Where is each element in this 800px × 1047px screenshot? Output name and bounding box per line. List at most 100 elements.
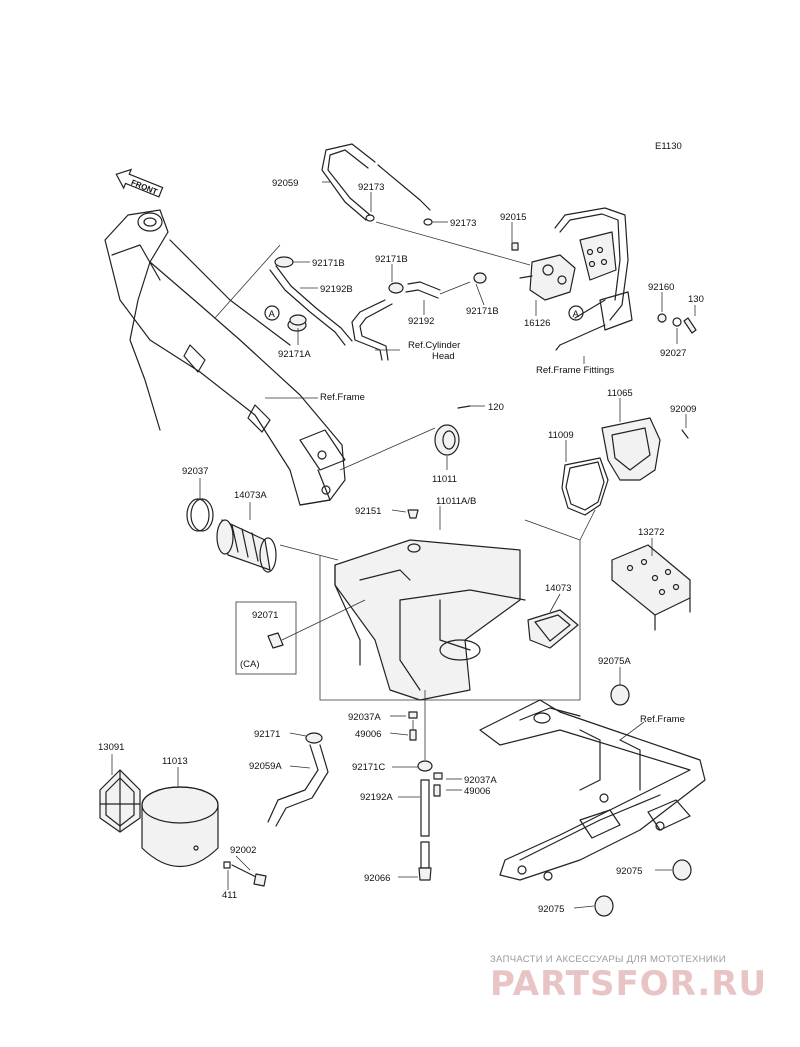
duct-14073a bbox=[216, 519, 277, 573]
part-label: 49006 bbox=[355, 729, 381, 740]
clamp-92037 bbox=[186, 498, 214, 532]
svg-text:A: A bbox=[269, 309, 276, 320]
part-label: 92173 bbox=[450, 218, 476, 229]
part-label: 13272 bbox=[638, 527, 664, 538]
part-label: 130 bbox=[688, 294, 704, 305]
filter-frame-13091 bbox=[99, 769, 141, 833]
part-label: 92015 bbox=[500, 212, 526, 223]
ref-line-gasket bbox=[579, 509, 596, 541]
screw-92009 bbox=[681, 429, 689, 439]
air-box-11011 bbox=[334, 539, 526, 701]
watermark-brand: PARTSFOR.RU bbox=[490, 964, 767, 1004]
callout-a-left: A bbox=[264, 305, 280, 321]
svg-text:A: A bbox=[573, 309, 580, 320]
part-label: 92059 bbox=[272, 178, 298, 189]
filter-element-11013 bbox=[141, 786, 219, 868]
ref-label-frame-bottom: Ref.Frame bbox=[640, 714, 685, 725]
clamp-92037a bbox=[408, 711, 418, 719]
part-label: 11009 bbox=[548, 430, 574, 441]
ref-labels: Ref.Cylinder Head Ref.Frame Ref.Frame Fi… bbox=[320, 340, 685, 725]
collar-49006 bbox=[409, 729, 417, 741]
part-label: 49006 bbox=[464, 786, 490, 797]
bolt-92015 bbox=[511, 242, 519, 251]
clamp-92171c bbox=[417, 760, 433, 772]
part-label: 92027 bbox=[660, 348, 686, 359]
watermark: ЗАПЧАСТИ И АКСЕССУАРЫ ДЛЯ МОТОТЕХНИКИ PA… bbox=[490, 954, 767, 1004]
grommet-11011 bbox=[434, 424, 460, 456]
gasket-11009 bbox=[561, 457, 609, 516]
washer-92160 bbox=[657, 313, 667, 323]
filter-cover-11065 bbox=[601, 417, 661, 481]
part-label: 92037A bbox=[464, 775, 497, 786]
part-label: 92009 bbox=[670, 404, 696, 415]
bolt-130 bbox=[683, 317, 697, 334]
part-label: 92171B bbox=[312, 258, 345, 269]
ref-line-frame-1 bbox=[214, 244, 281, 319]
ref-box-airbox bbox=[319, 519, 581, 701]
part-label: 92173 bbox=[358, 182, 384, 193]
ref-line-92071 bbox=[281, 599, 366, 641]
breather-pipe bbox=[351, 272, 487, 361]
part-label: 120 bbox=[488, 402, 504, 413]
part-label: 92002 bbox=[230, 845, 256, 856]
part-label: 92192 bbox=[408, 316, 434, 327]
part-label: 92066 bbox=[364, 873, 390, 884]
main-frame bbox=[104, 209, 346, 506]
part-label: 92071 bbox=[252, 610, 278, 621]
part-label: 92171B bbox=[466, 306, 499, 317]
part-label: 11011A/B bbox=[436, 496, 476, 507]
drain-hose-92059a bbox=[267, 744, 329, 827]
ref-label-frame-top: Ref.Frame bbox=[320, 392, 365, 403]
watermark-subtitle: ЗАПЧАСТИ И АКСЕССУАРЫ ДЛЯ МОТОТЕХНИКИ bbox=[490, 954, 726, 965]
rubber-92075-2 bbox=[594, 895, 614, 917]
washer-411 bbox=[223, 861, 231, 869]
part-label: 92192B bbox=[320, 284, 353, 295]
part-label: 92075 bbox=[538, 904, 564, 915]
holder-13272 bbox=[611, 544, 691, 631]
part-label: 92160 bbox=[648, 282, 674, 293]
part-label: 16126 bbox=[524, 318, 550, 329]
valve-16126 bbox=[519, 254, 576, 301]
part-label: 11065 bbox=[607, 388, 633, 399]
part-label: 92192A bbox=[360, 792, 393, 803]
part-label: 92075A bbox=[598, 656, 631, 667]
callout-a-right: A bbox=[568, 305, 584, 321]
leader-lines bbox=[111, 181, 696, 909]
svg-text:(CA): (CA) bbox=[240, 659, 260, 670]
front-arrow: FRONT bbox=[115, 168, 164, 198]
part-label: 92171B bbox=[375, 254, 408, 265]
rubber-92075-1 bbox=[672, 859, 692, 881]
part-label: 14073A bbox=[234, 490, 267, 501]
tube-92066 bbox=[420, 841, 430, 869]
bottom-frame bbox=[479, 699, 706, 881]
ref-line-duct bbox=[279, 544, 339, 561]
part-label: 92037A bbox=[348, 712, 381, 723]
part-label: 92171 bbox=[254, 729, 280, 740]
part-label: 11011 bbox=[432, 474, 457, 485]
ref-label-frame-fittings: Ref.Frame Fittings bbox=[536, 365, 614, 376]
ref-label-cylinder-head-2: Head bbox=[432, 351, 455, 362]
tube-92192a bbox=[420, 779, 430, 837]
collar-49006-2 bbox=[433, 784, 441, 797]
clamp-92037a-2 bbox=[433, 772, 443, 780]
rubber-92075a bbox=[610, 684, 630, 706]
diagram-id: E1130 bbox=[655, 141, 682, 152]
part-label: 411 bbox=[222, 890, 237, 901]
drain-clamp-92171 bbox=[305, 732, 323, 744]
hose-92192b bbox=[269, 256, 353, 346]
part-labels: 92059 92173 92173 92015 92171B 92192B 92… bbox=[98, 178, 704, 915]
washer-92027 bbox=[672, 317, 682, 327]
part-label: 92151 bbox=[355, 506, 381, 517]
part-label: 11013 bbox=[162, 756, 188, 767]
part-label: 14073 bbox=[545, 583, 571, 594]
part-label: 92059A bbox=[249, 761, 282, 772]
bolt-120 bbox=[457, 405, 471, 409]
ref-line-grommet bbox=[339, 427, 436, 471]
bracket-right bbox=[554, 207, 633, 351]
ref-label-cylinder-head: Ref.Cylinder bbox=[408, 340, 460, 351]
part-label: 92171A bbox=[278, 349, 311, 360]
part-label: 92171C bbox=[352, 762, 385, 773]
clamp-92171a bbox=[289, 314, 307, 326]
fitting-92071-box: (CA) bbox=[235, 601, 297, 675]
